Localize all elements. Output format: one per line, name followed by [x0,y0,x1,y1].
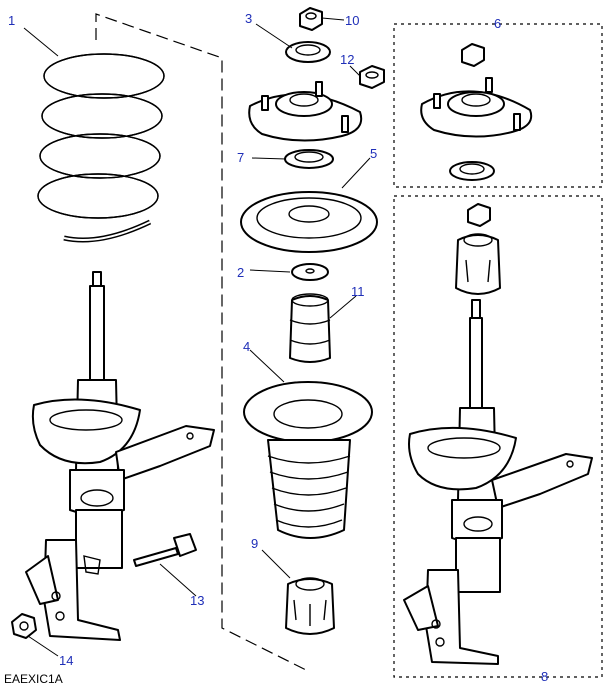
bump-stop [289,293,331,363]
washer-top [285,41,331,63]
label-12: 12 [340,52,354,67]
label-14: 14 [59,653,73,668]
coil-spring [37,53,165,243]
label-13: 13 [190,593,204,608]
top-mount-center [248,81,363,142]
dust-boot [243,381,373,539]
strut-kit [403,203,593,665]
group-outline-left [95,13,311,673]
nut-left [11,613,37,639]
bearing-ring [284,149,334,169]
top-nut [299,7,323,31]
group-box-8 [393,195,603,678]
label-8: 8 [541,669,548,684]
small-washer [291,263,329,281]
label-4: 4 [243,339,250,354]
nut-mount [359,65,385,89]
label-3: 3 [245,11,252,26]
bolt [133,533,197,567]
label-5: 5 [370,146,377,161]
spring-seat [240,191,378,253]
leader-lines [23,17,371,657]
label-10: 10 [345,13,359,28]
strut-left [25,271,215,641]
label-9: 9 [251,536,258,551]
bush [285,577,335,635]
label-6: 6 [494,16,501,31]
top-mount-kit [420,43,533,181]
label-7: 7 [237,150,244,165]
group-box-6 [393,23,603,188]
callout-labels: 1 2 3 4 5 6 7 8 9 10 11 12 13 14 [8,11,548,684]
label-11: 11 [351,284,365,299]
diagram-code: EAEXIC1A [4,672,63,685]
label-1: 1 [8,13,15,28]
label-2: 2 [237,265,244,280]
